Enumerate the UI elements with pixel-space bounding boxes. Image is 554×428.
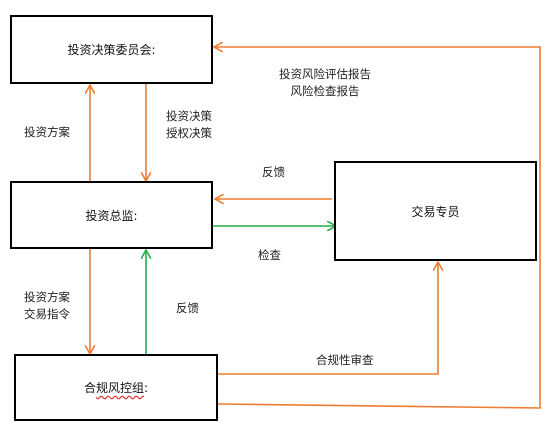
- label-compliance-to-trader: 合规性审查: [316, 353, 374, 367]
- label-director-to-committee: 投资方案: [24, 125, 70, 139]
- label-director-to-trader: 检查: [258, 248, 281, 262]
- node-compliance-label: 合规风控组:: [84, 379, 148, 396]
- node-compliance: 合规风控组:: [14, 354, 218, 421]
- spellcheck-underline: 规风控组: [95, 381, 144, 395]
- node-director-label: 投资总监:: [85, 208, 138, 223]
- label-director-to-compliance: 投资方案 交易指令: [24, 290, 70, 321]
- label-trader-to-director: 反馈: [262, 165, 285, 179]
- node-trader-label: 交易专员: [411, 204, 460, 219]
- label-compliance-to-director: 反馈: [176, 301, 199, 315]
- node-committee: 投资决策委员会:: [10, 15, 213, 84]
- node-compliance-label-part: 合规风控组:: [83, 381, 149, 395]
- arrow-compliance-to-committee: [215, 47, 541, 409]
- arrow-compliance-to-trader: [218, 263, 438, 375]
- node-committee-label: 投资决策委员会:: [67, 43, 156, 57]
- node-director: 投资总监:: [10, 181, 213, 249]
- label-compliance-to-committee: 投资风险评估报告 风险检查报告: [279, 67, 371, 98]
- label-committee-to-director: 投资决策 授权决策: [166, 109, 212, 140]
- node-trader: 交易专员: [334, 161, 537, 261]
